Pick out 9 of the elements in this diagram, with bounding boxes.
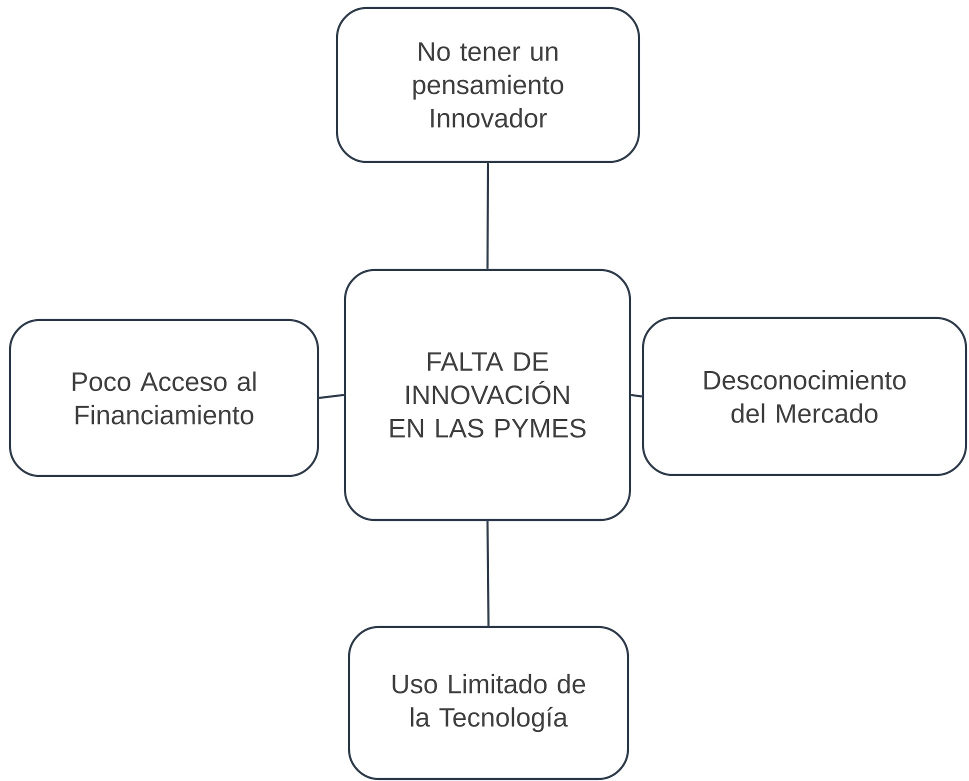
connector-line <box>318 394 344 400</box>
process-box: FALTA DE INNOVACIÓN EN LAS PYMES <box>344 268 632 522</box>
process-box: Poco Acceso al Financiamiento <box>8 318 320 478</box>
process-box: Uso Limitado de la Tecnología <box>348 626 630 780</box>
connector-line <box>630 394 642 398</box>
process-box: Desconocimiento del Mercado <box>642 316 968 476</box>
process-box: No tener un pensamiento Innovador <box>336 6 640 164</box>
connector-line <box>486 521 490 626</box>
connector-line <box>486 163 490 269</box>
